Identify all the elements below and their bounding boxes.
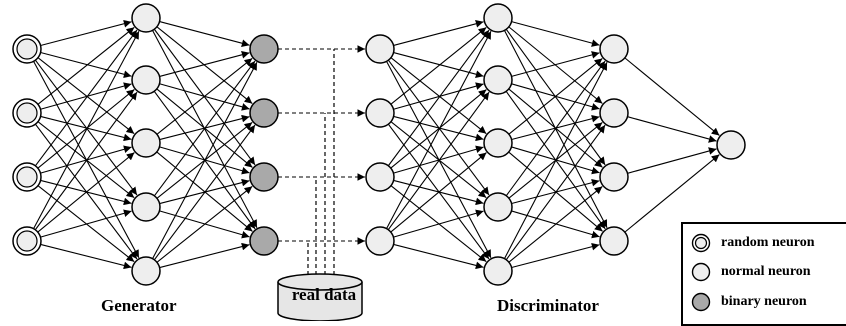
connection-arrow [33, 30, 140, 229]
connection-arrow [393, 20, 484, 46]
generator-hidden-neuron [131, 3, 161, 33]
connection-arrow [34, 29, 138, 167]
neurons [12, 3, 746, 286]
connection-arrow [156, 57, 253, 135]
generator-label: Generator [101, 296, 177, 315]
connection-arrow [159, 51, 250, 77]
connection-arrow [393, 115, 484, 142]
connection-arrow [37, 152, 135, 233]
discriminator-hidden-neuron [483, 256, 513, 286]
connection-arrow [153, 60, 256, 197]
connection-arrow [508, 58, 603, 135]
connection-arrow [37, 89, 135, 169]
connection-arrow [156, 26, 253, 105]
discriminator-label: Discriminator [497, 296, 599, 315]
discriminator-hidden-neuron [483, 128, 513, 158]
binary-neuron-icon [691, 292, 711, 312]
input-neuron-inner [16, 102, 38, 124]
connection-arrow [40, 243, 132, 270]
discriminator-hidden2-neuron [599, 162, 629, 192]
discriminator-hidden-neuron [483, 65, 513, 95]
generator-output-neuron [249, 34, 279, 64]
connection-arrow [390, 152, 487, 233]
random-neuron-icon [691, 233, 711, 253]
connection-arrow [390, 89, 487, 169]
connection-arrow [386, 31, 492, 229]
discriminator-input-neuron [365, 34, 395, 64]
generator-output-neuron [249, 98, 279, 128]
connection-arrow [511, 21, 600, 47]
connection-arrow [387, 91, 490, 231]
connection-arrow [511, 51, 600, 77]
connection-arrow [40, 82, 132, 110]
discriminator-input-neuron [365, 162, 395, 192]
input-neuron-inner [16, 166, 38, 188]
connection-arrow [40, 51, 132, 79]
legend-binary-text: binary neuron [721, 294, 807, 309]
legend-normal-text: normal neuron [721, 264, 811, 279]
connection-arrow [393, 82, 484, 110]
connection-arrow [393, 52, 484, 78]
discriminator-hidden-neuron [483, 192, 513, 222]
discriminator-hidden2-neuron [599, 226, 629, 256]
connection-arrow [627, 147, 717, 174]
connection-arrow [152, 61, 258, 259]
connection-arrow [624, 154, 720, 233]
connection-arrow [387, 29, 490, 167]
generator-hidden-neuron [131, 128, 161, 158]
connection-arrow [505, 124, 606, 261]
discriminator-hidden-neuron [483, 3, 513, 33]
connection-arrow [153, 124, 256, 261]
connection-arrow [505, 28, 606, 166]
real-data-label: real data [291, 285, 357, 304]
connection-arrow [393, 145, 484, 174]
generator-hidden-neuron [131, 192, 161, 222]
discriminator-input-neuron [365, 98, 395, 128]
connection-arrow [159, 242, 250, 269]
connection-arrow [390, 57, 487, 135]
real-data-links [278, 45, 365, 275]
connection-arrow [40, 115, 132, 142]
connection-arrow [153, 28, 256, 166]
connection-arrow [511, 242, 600, 269]
connection-arrow [40, 209, 132, 238]
discriminator-hidden2-neuron [599, 34, 629, 64]
connection-arrow [37, 57, 135, 135]
connection-arrow [34, 91, 138, 231]
discriminator-hidden2-neuron [599, 98, 629, 128]
connection-arrow [156, 185, 253, 263]
connection-arrow [503, 62, 608, 259]
discriminator-output-neuron [716, 130, 746, 160]
legend-normal: normal neuron [691, 261, 811, 283]
legend-binary: binary neuron [691, 291, 807, 313]
legend-random-text: random neuron [721, 235, 815, 250]
legend: random neuron normal neuron binary neuro… [681, 222, 846, 326]
discriminator-input-neuron [365, 226, 395, 256]
input-neuron-inner [16, 230, 38, 252]
generator-output-neuron [249, 162, 279, 192]
connection-arrow [37, 26, 135, 105]
generator-hidden-neuron [131, 256, 161, 286]
connection-arrow [508, 26, 603, 104]
legend-random: random neuron [691, 232, 814, 254]
generator-output-neuron [249, 226, 279, 256]
connection-arrow [505, 60, 606, 197]
input-neuron-inner [16, 38, 38, 60]
connection-arrow [40, 145, 132, 174]
connection-arrow [393, 243, 484, 270]
connection-arrow [159, 21, 250, 47]
connection-arrow [390, 26, 487, 105]
generator-hidden-neuron [131, 65, 161, 95]
connection-arrow [508, 186, 603, 263]
connection-arrow [393, 209, 484, 238]
normal-neuron-icon [691, 262, 711, 282]
connection-arrow [40, 19, 132, 47]
connection-arrow [624, 57, 720, 136]
connection-arrow [627, 116, 717, 143]
connections [33, 19, 720, 270]
